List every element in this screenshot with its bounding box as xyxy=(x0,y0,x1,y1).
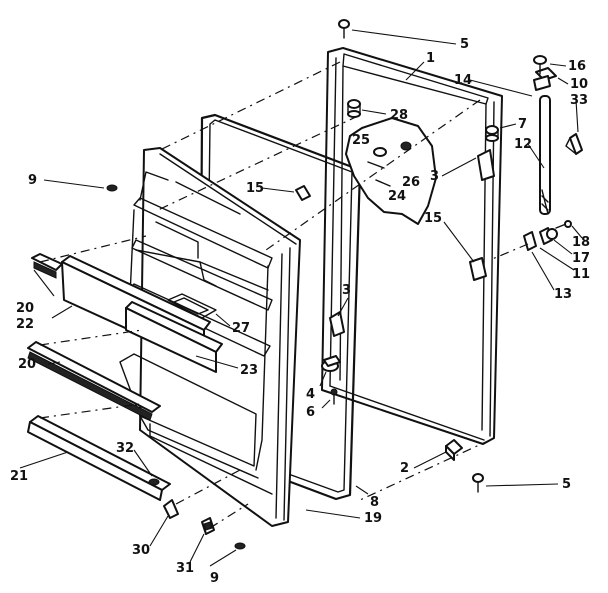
callout-19: 19 xyxy=(364,511,382,526)
insulation-patch xyxy=(345,117,437,225)
callout-15-upper: 15 xyxy=(246,181,264,196)
callout-30: 30 xyxy=(132,543,150,558)
callout-7: 7 xyxy=(518,117,527,132)
callout-4: 4 xyxy=(306,387,315,402)
callout-32: 32 xyxy=(116,441,134,456)
callout-20-upper: 20 xyxy=(16,301,34,316)
callout-8: 8 xyxy=(370,495,379,510)
callout-21: 21 xyxy=(10,469,28,484)
trim-strip-middle xyxy=(27,341,161,421)
callout-labels: 5 1 16 14 10 33 28 7 12 25 26 24 3 15 15… xyxy=(10,37,590,586)
callout-25: 25 xyxy=(352,133,370,148)
callout-14: 14 xyxy=(454,73,472,88)
spacer-2 xyxy=(445,439,463,461)
callout-27: 27 xyxy=(232,321,250,336)
callout-16: 16 xyxy=(568,59,586,74)
callout-9-lower: 9 xyxy=(210,571,219,586)
callout-3-upper: 3 xyxy=(430,169,439,184)
handle-clip-30 xyxy=(163,499,179,519)
callout-9-upper: 9 xyxy=(28,173,37,188)
callout-15-lower: 15 xyxy=(424,211,442,226)
callout-3-lower: 3 xyxy=(342,283,351,298)
callout-2: 2 xyxy=(400,461,409,476)
door-stop-rod xyxy=(539,95,551,215)
callout-31: 31 xyxy=(176,561,194,576)
inner-door-liner xyxy=(119,147,301,527)
callout-11: 11 xyxy=(572,267,590,282)
callout-33: 33 xyxy=(570,93,588,108)
hinge-cap xyxy=(533,67,557,91)
handle-clip-31 xyxy=(201,517,215,535)
callout-18: 18 xyxy=(572,235,590,250)
callout-24: 24 xyxy=(388,189,406,204)
callout-20-lower: 20 xyxy=(18,357,36,372)
callout-1: 1 xyxy=(426,51,435,66)
callout-6: 6 xyxy=(306,405,315,420)
callout-17: 17 xyxy=(572,251,590,266)
bushing-28 xyxy=(347,99,361,118)
screws xyxy=(106,19,484,550)
hinge-brackets xyxy=(329,149,495,337)
callout-13: 13 xyxy=(554,287,572,302)
bushing-7 xyxy=(485,125,499,142)
assembly-lines xyxy=(39,61,529,529)
end-cap-upper xyxy=(31,253,63,279)
bottom-trim xyxy=(27,415,171,501)
door-shelf-middle xyxy=(125,301,223,373)
hinge-screw-top xyxy=(533,55,547,75)
callout-23: 23 xyxy=(240,363,258,378)
door-cam xyxy=(321,355,341,405)
callout-5-top: 5 xyxy=(460,37,469,52)
callout-5-bottom: 5 xyxy=(562,477,571,492)
callout-22: 22 xyxy=(16,317,34,332)
callout-12: 12 xyxy=(514,137,532,152)
callout-26: 26 xyxy=(402,175,420,190)
callout-10: 10 xyxy=(570,77,588,92)
callout-28: 28 xyxy=(390,108,408,123)
hinge-cover-33 xyxy=(565,133,583,155)
lower-hinge-parts xyxy=(523,220,572,251)
leader-lines xyxy=(19,29,583,567)
